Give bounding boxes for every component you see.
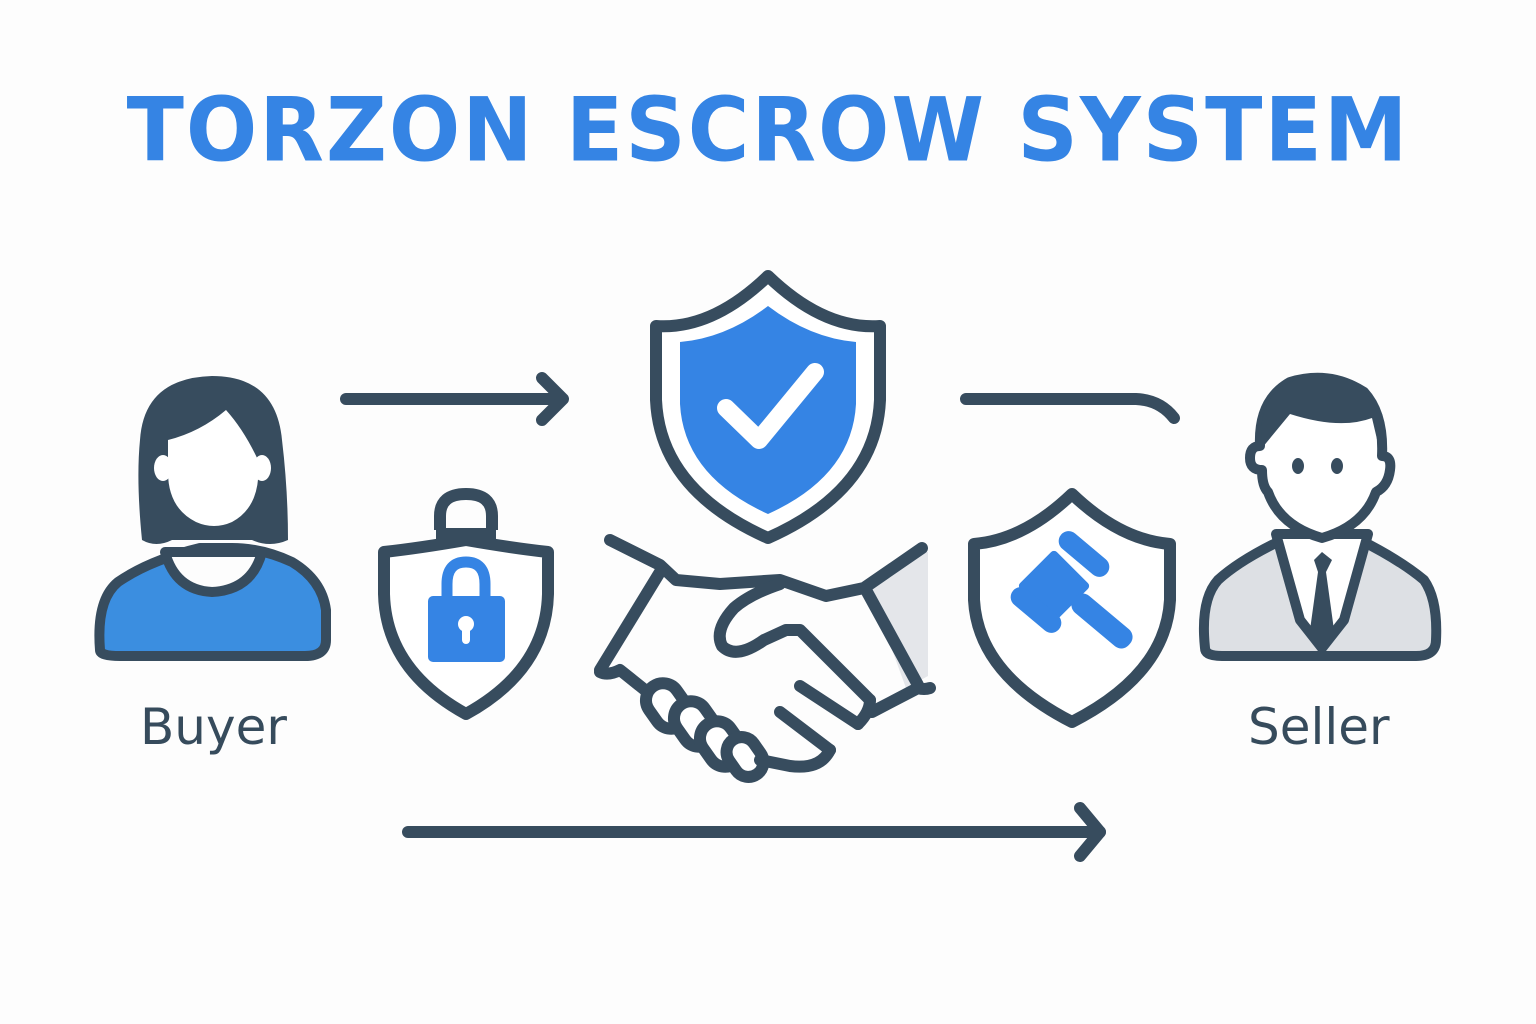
long-arrow-right-icon: [402, 802, 1106, 862]
seller-man-suit-avatar-icon: [1198, 372, 1442, 661]
handshake-icon: [594, 534, 936, 783]
gavel-shield-icon: [968, 488, 1176, 728]
seller-label: Seller: [1248, 698, 1390, 756]
page-title: TORZON ESCROW SYSTEM: [126, 78, 1410, 182]
buyer-woman-avatar-icon: [94, 376, 331, 661]
buyer-label: Buyer: [140, 698, 287, 756]
curved-line-connector: [960, 393, 1180, 424]
padlock-shield-icon: [378, 487, 554, 720]
arrow-right-icon: [340, 372, 569, 426]
checkmark-shield-icon: [650, 270, 886, 544]
